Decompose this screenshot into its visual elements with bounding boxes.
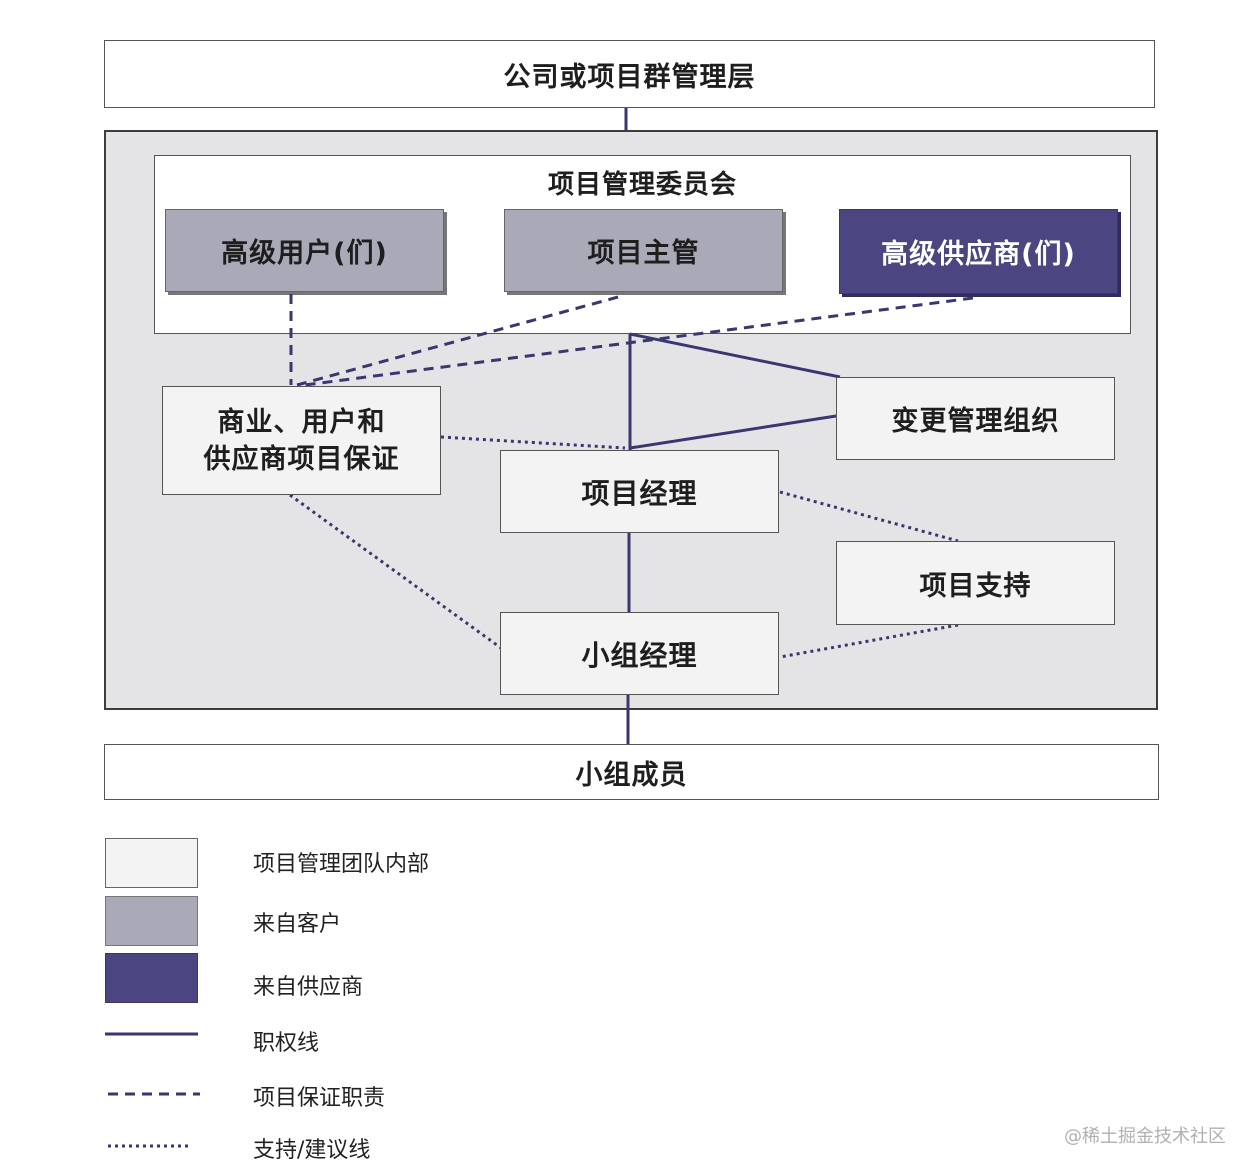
legend-customer-label: 来自客户: [253, 912, 342, 937]
support-line-pm-to-support: [779, 490, 959, 543]
legend-internal-swatch: [105, 838, 198, 888]
senior-user-box: 高级用户(们): [165, 209, 444, 292]
assurance-line-senior-supplier: [304, 296, 974, 387]
corporate-management-label: 公司或项目群管理层: [503, 61, 756, 93]
support-line-assurance-to-tm: [289, 493, 502, 650]
senior-supplier-box: 高级供应商(们): [839, 209, 1118, 294]
project-assurance-box: 商业、用户和 供应商项目保证: [162, 386, 441, 495]
project-manager-box: 项目经理: [500, 450, 779, 533]
legend-authority-label: 职权线: [253, 1031, 320, 1056]
support-line-assurance-to-pm: [440, 435, 626, 450]
legend-support-label: 支持/建议线: [253, 1138, 371, 1163]
project-support-box: 项目支持: [836, 541, 1115, 625]
watermark: @稀土掘金技术社区: [1064, 1126, 1226, 1147]
legend-assurance-label: 项目保证职责: [253, 1086, 386, 1111]
corporate-management-box: 公司或项目群管理层: [104, 40, 1155, 108]
legend-supplier-label: 来自供应商: [253, 975, 364, 1000]
project-board-title: 项目管理委员会: [547, 169, 737, 200]
support-line-support-to-tm: [779, 623, 959, 659]
team-manager-box: 小组经理: [500, 612, 779, 695]
legend-supplier-swatch: [105, 953, 198, 1003]
executive-box: 项目主管: [504, 209, 783, 292]
legend-customer-swatch: [105, 896, 198, 946]
assurance-line-executive: [296, 295, 619, 387]
authority-line-change-to-pm: [629, 414, 837, 450]
change-authority-box: 变更管理组织: [836, 377, 1115, 460]
team-members-box: 小组成员: [104, 744, 1159, 800]
authority-line-board-to-change: [629, 332, 841, 379]
legend-internal-label: 项目管理团队内部: [253, 852, 430, 877]
